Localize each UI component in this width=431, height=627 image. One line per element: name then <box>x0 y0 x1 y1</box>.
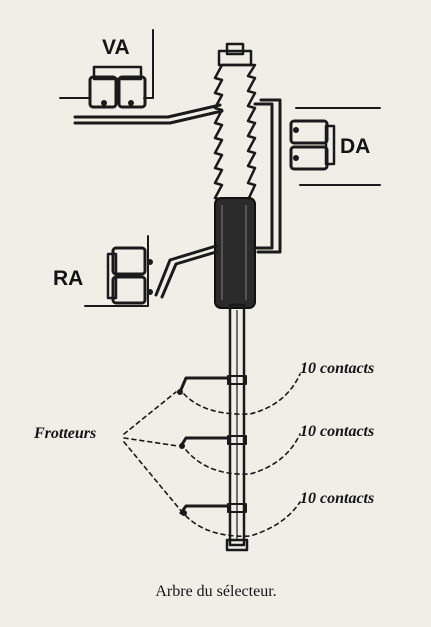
wiper-arms <box>177 376 230 516</box>
frotteurs-leaders <box>123 391 183 513</box>
contacts-label-3: 10 contacts <box>300 490 374 507</box>
ra-label: RA <box>53 267 83 290</box>
va-label: VA <box>102 36 130 59</box>
da-relay <box>253 98 381 254</box>
va-lever <box>73 103 224 125</box>
contacts-label-2: 10 contacts <box>300 423 374 440</box>
va-relay <box>59 29 154 109</box>
frotteurs-label: Frotteurs <box>33 425 96 442</box>
figure-caption: Arbre du sélecteur. <box>155 583 276 600</box>
contacts-label-1: 10 contacts <box>300 360 374 377</box>
ra-relay <box>84 235 218 307</box>
contact-arcs <box>183 373 301 537</box>
selector-shaft <box>213 42 257 552</box>
da-label: DA <box>340 135 370 158</box>
